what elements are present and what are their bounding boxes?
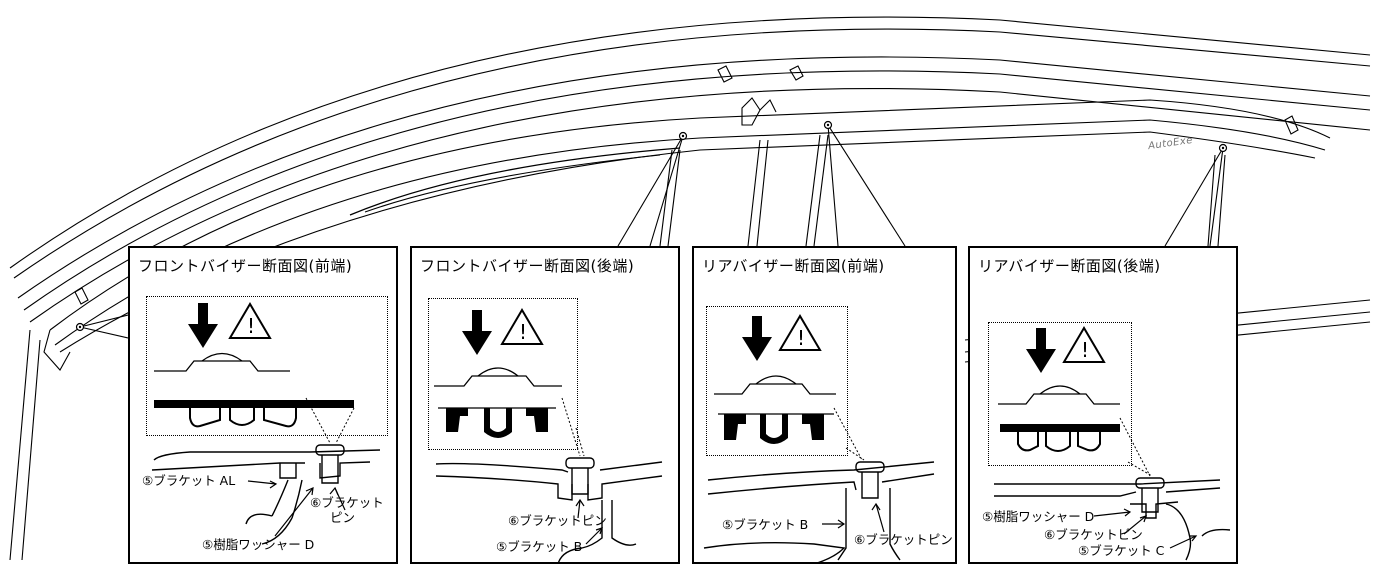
label-bracket-b: ⑤ブラケット B	[496, 539, 583, 554]
label-bracket-pin: ⑥ブラケットピン	[508, 513, 607, 528]
caution-detail-box	[146, 296, 388, 436]
label-resin-washer-d: ⑤樹脂ワッシャー D	[202, 537, 315, 552]
warning-triangle-icon	[500, 308, 544, 345]
down-arrow-icon	[1026, 349, 1056, 373]
down-arrow-icon	[472, 310, 482, 332]
cross-section-drawing: !	[434, 308, 663, 562]
label-resin-washer-d: ⑤樹脂ワッシャー D	[982, 509, 1095, 524]
panel-title: フロントバイザー断面図(前端)	[138, 257, 353, 275]
warning-mark: !	[519, 320, 527, 344]
down-arrow-icon	[752, 316, 762, 338]
label-bracket-pin: ⑥ブラケットピン	[854, 532, 953, 547]
label-bracket-pin-line1: ⑥ブラケット	[310, 495, 384, 510]
down-arrow-icon	[462, 331, 492, 355]
panel-front-visor-front-end: フロントバイザー断面図(前端) !	[128, 246, 398, 564]
cross-section-drawing: !	[994, 326, 1231, 561]
cross-section-drawing: !	[151, 302, 381, 545]
down-arrow-icon	[742, 337, 772, 361]
warning-mark: !	[247, 314, 255, 338]
warning-triangle-icon	[778, 314, 822, 351]
label-bracket-al: ⑤ブラケット AL	[142, 473, 236, 488]
panel-title: リアバイザー断面図(前端)	[702, 257, 885, 275]
down-arrow-icon	[198, 303, 208, 325]
warning-triangle-icon	[1062, 326, 1106, 363]
label-bracket-pin: ⑥ブラケットピン	[1044, 527, 1143, 542]
cross-section-drawing: !	[703, 314, 935, 562]
panel-rear-visor-front-end: リアバイザー断面図(前端) !	[692, 246, 957, 564]
label-bracket-c: ⑤ブラケット C	[1078, 543, 1165, 558]
panel-rear-visor-rear-end: リアバイザー断面図(後端) !	[968, 246, 1238, 564]
label-bracket-pin-line2: ピン	[330, 510, 356, 525]
warning-mark: !	[797, 326, 805, 350]
panel-title: リアバイザー断面図(後端)	[978, 257, 1161, 275]
down-arrow-icon	[1036, 328, 1046, 350]
panel-title: フロントバイザー断面図(後端)	[420, 257, 635, 275]
down-arrow-icon	[188, 324, 218, 348]
warning-mark: !	[1081, 338, 1089, 362]
panel-front-visor-rear-end: フロントバイザー断面図(後端) !	[410, 246, 680, 564]
warning-triangle-icon	[228, 302, 272, 339]
label-bracket-b: ⑤ブラケット B	[722, 517, 809, 532]
